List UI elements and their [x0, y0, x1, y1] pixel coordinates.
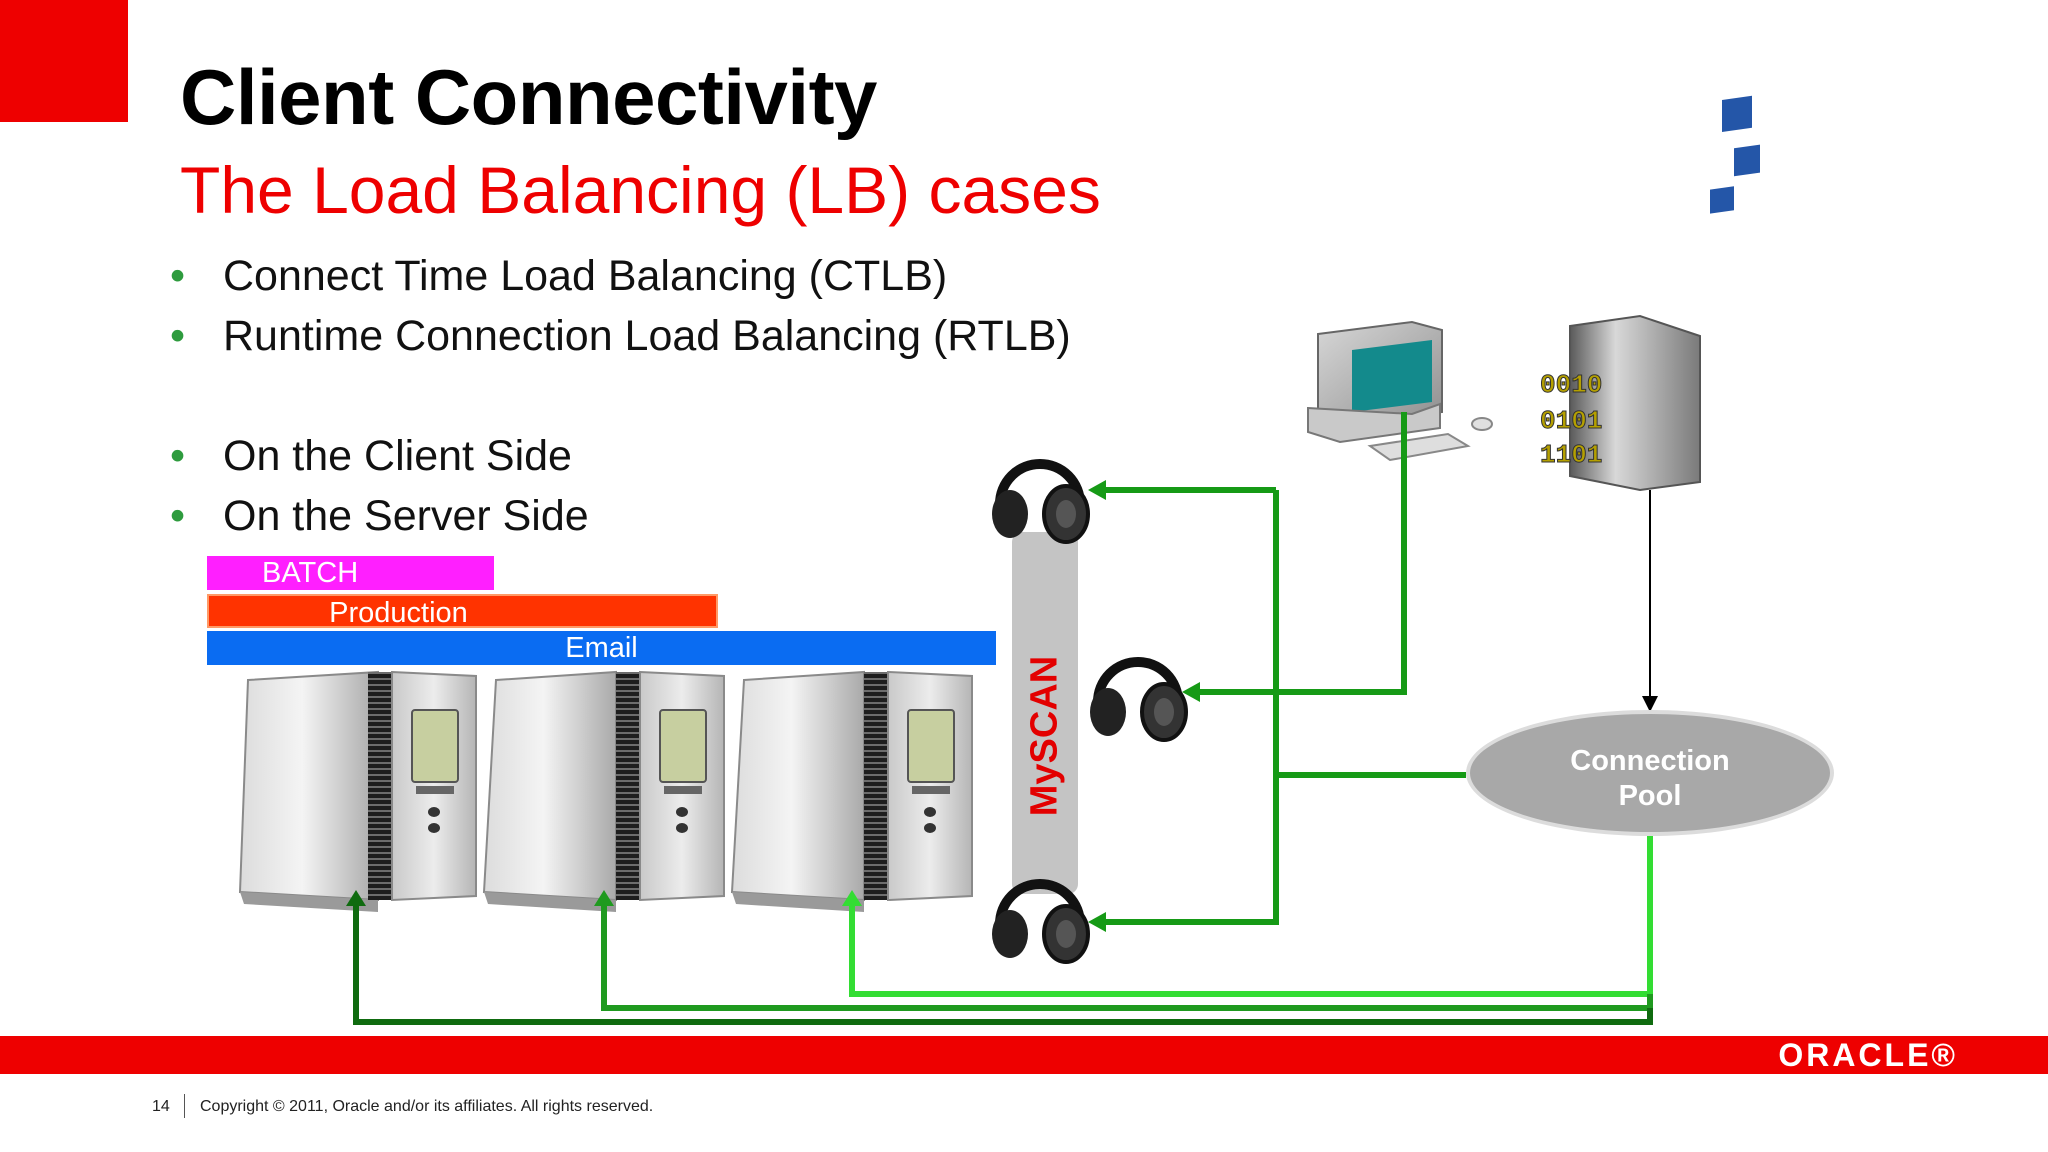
headphones-icon	[1090, 657, 1188, 742]
arrow-head-icon	[842, 890, 862, 906]
arrow-head-icon	[594, 890, 614, 906]
binary-row-2: 0101	[1540, 406, 1602, 436]
bullet-dot-icon: •	[170, 492, 186, 540]
slide-title: Client Connectivity	[180, 53, 877, 141]
arrow-head-icon	[1182, 682, 1200, 702]
arrow-head-icon	[1088, 480, 1106, 500]
client-computer-icon	[1307, 320, 1493, 462]
service-bar-batch: BATCH	[207, 556, 494, 590]
brand-corner-block	[0, 0, 128, 122]
footer-separator	[184, 1094, 185, 1118]
copyright-text: Copyright © 2011, Oracle and/or its affi…	[200, 1098, 654, 1115]
oracle-logo: ORACLE®	[1778, 1037, 1958, 1073]
bullet-client-side: •On the Client Side	[170, 432, 572, 480]
footer-bar	[0, 1036, 2048, 1074]
server-node-3	[730, 670, 973, 912]
connection-pool-label: Connection Pool	[1570, 745, 1730, 812]
arrow-head-icon	[1642, 696, 1658, 712]
binary-row-3: 1101	[1540, 440, 1602, 470]
scan-column	[1012, 532, 1078, 894]
page-number: 14	[152, 1098, 170, 1115]
service-bar-email: Email	[207, 631, 996, 665]
binary-row-1: 0010	[1540, 370, 1602, 400]
bullet-rtlb: •Runtime Connection Load Balancing (RTLB…	[170, 312, 1071, 360]
server-node-1	[238, 670, 477, 912]
arrow-head-icon	[346, 890, 366, 906]
service-bar-production: Production	[207, 594, 718, 629]
headphones-icon	[992, 459, 1090, 544]
bullet-dot-icon: •	[170, 252, 186, 300]
server-node-2	[482, 670, 725, 912]
connection-pool-ellipse	[1466, 710, 1834, 836]
headphones-icon	[992, 879, 1090, 964]
bullet-dot-icon: •	[170, 432, 186, 480]
app-server-tower-icon	[1569, 95, 1760, 492]
bullet-server-side: •On the Server Side	[170, 492, 589, 540]
arrow-head-icon	[1088, 912, 1106, 932]
bullet-dot-icon: •	[170, 312, 186, 360]
bullet-ctlb: •Connect Time Load Balancing (CTLB)	[170, 252, 948, 300]
slide-subtitle: The Load Balancing (LB) cases	[180, 153, 1101, 227]
connection-lines	[353, 412, 1653, 1025]
